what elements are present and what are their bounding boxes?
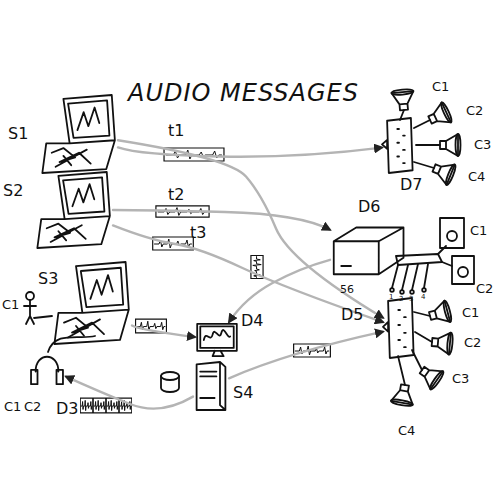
callout-label: C1 — [462, 306, 479, 320]
audio-message — [80, 148, 330, 413]
callout-label: 1 — [389, 294, 393, 302]
node-label: D7 — [400, 176, 423, 194]
node-phones: D3 — [28, 350, 66, 386]
message-arrow — [118, 140, 383, 318]
laptop-outline — [40, 95, 118, 173]
laptop-outline — [35, 172, 113, 248]
node-monitor: D4 — [195, 322, 239, 358]
speaker — [440, 134, 461, 156]
callout-label: C1 — [4, 400, 21, 414]
device-drawing — [383, 298, 414, 358]
speaker-set — [391, 300, 454, 407]
laptop-drawing — [42, 95, 115, 173]
laptop-drawing — [54, 262, 128, 344]
speaker — [391, 383, 416, 407]
message-arrow — [229, 332, 383, 379]
device-outline — [382, 118, 416, 173]
node-laptop: S3 — [52, 262, 132, 344]
callout-label: 4 — [421, 294, 425, 302]
callout-label: 2 — [399, 296, 403, 304]
node-laptop: S1 — [40, 95, 118, 173]
speaker — [431, 331, 453, 355]
node-label: D5 — [341, 306, 364, 324]
callout-label: C4 — [468, 170, 485, 184]
callout-label: C1 — [432, 80, 449, 94]
edge-label: t2 — [168, 186, 184, 204]
speaker — [430, 158, 457, 186]
node-label: D3 — [56, 400, 79, 418]
callout-label: C4 — [398, 424, 415, 438]
tower-drawing — [197, 362, 226, 410]
callout-label: C2 — [476, 282, 493, 296]
node-tower: S4 — [193, 362, 229, 410]
message-arrow — [113, 210, 330, 230]
node-device: D5 — [383, 298, 417, 358]
callout-label: C2 — [464, 336, 481, 350]
monitor-drawing — [197, 324, 237, 356]
diagram-title: AUDIO MESSAGES — [128, 80, 359, 106]
device-outline — [383, 298, 417, 358]
box-drawing — [334, 228, 404, 275]
callout-label: C1 — [2, 298, 19, 312]
tower-outline — [193, 362, 229, 410]
node-label: S3 — [38, 270, 58, 288]
speaker — [427, 300, 452, 327]
speaker — [425, 101, 453, 130]
person-icon — [24, 292, 52, 324]
speaker — [416, 361, 445, 391]
node-label: S1 — [8, 125, 28, 143]
phones-drawing — [31, 357, 63, 384]
edge-label: t1 — [168, 122, 184, 140]
laptop-drawing — [37, 172, 110, 248]
box-outline — [330, 222, 405, 277]
node-label: D6 — [358, 198, 381, 216]
callout-label: 3 — [409, 296, 413, 304]
callout-label: C2 — [24, 400, 41, 414]
message-arrow — [132, 326, 195, 338]
monitor-outline — [195, 322, 239, 358]
storage-icon — [161, 372, 179, 392]
speaker — [391, 89, 415, 111]
callout-label: C3 — [474, 138, 491, 152]
message-arrow — [118, 147, 382, 156]
node-label: S4 — [233, 384, 253, 402]
node-label: D4 — [241, 312, 264, 330]
phones-outline — [28, 350, 66, 386]
laptop-outline — [52, 262, 132, 344]
node-box: D6 — [330, 222, 405, 277]
node-laptop: S2 — [35, 172, 113, 248]
callout-label: 56 — [340, 284, 354, 296]
node-device: D7 — [382, 118, 416, 173]
message-arrow — [66, 377, 193, 409]
node-label: S2 — [3, 182, 23, 200]
device-drawing — [382, 118, 413, 173]
edge-label: t3 — [190, 224, 206, 242]
callout-label: C3 — [452, 372, 469, 386]
callout-label: C1 — [470, 224, 487, 238]
callout-label: C2 — [466, 104, 483, 118]
